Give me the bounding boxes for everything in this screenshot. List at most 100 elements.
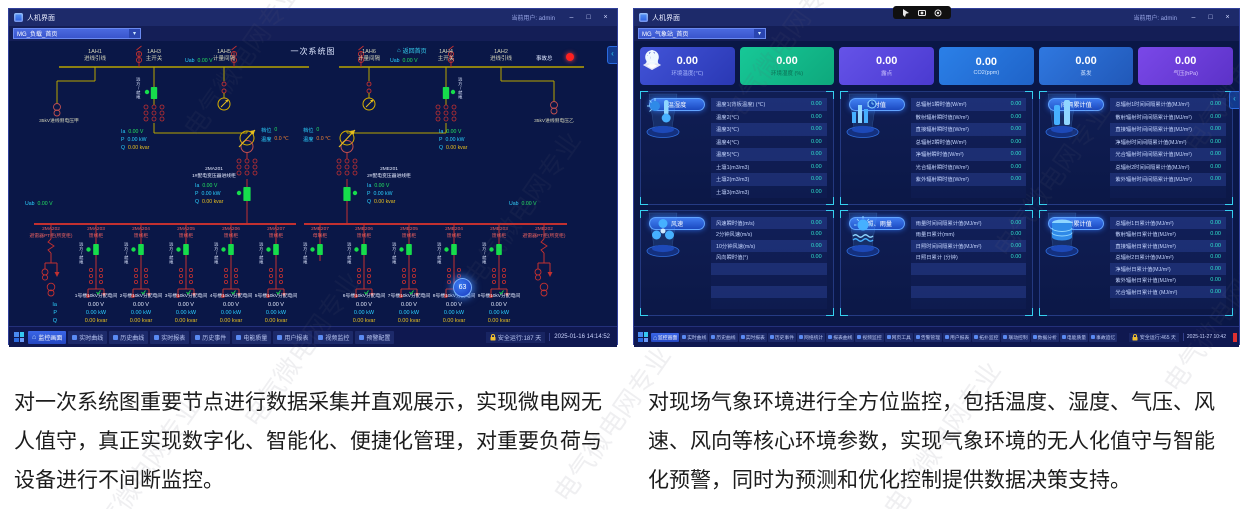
taskbar-tab-3[interactable]: 实时报表 [150, 330, 190, 344]
panel-data-row: 温度2(℃)0.00 [711, 110, 827, 123]
taskbar-tab-10[interactable]: 用户报表 [943, 332, 972, 342]
tab-icon [974, 335, 979, 339]
page-select[interactable]: MG_气象站_首页 ▾ [638, 28, 766, 39]
panel-row-label: 2分钟风速(m/s) [716, 232, 753, 239]
corner-bracket [1025, 197, 1034, 205]
taskbar-tab-4[interactable]: 历史事件 [191, 330, 231, 344]
taskbar-tab-3[interactable]: 实时报表 [738, 332, 767, 342]
taskbar-tab-11[interactable]: 拓扑监控 [972, 332, 1001, 342]
camera-icon[interactable] [918, 9, 926, 17]
panel-row-value: 0.00 [1210, 277, 1221, 284]
taskbar-tab-9[interactable]: 告警管理 [913, 332, 943, 342]
collapse-panel-button[interactable]: ‹ [607, 46, 617, 64]
meas-text: P [121, 137, 125, 143]
close-button[interactable]: × [1225, 14, 1230, 21]
bay-label: 1AH5 [217, 49, 231, 55]
meas-text: 0.00 kvar [446, 145, 468, 151]
panel-data-row: 总辐射2时间间隔累计值(MJ/m²)0.00 [1110, 160, 1226, 173]
panel-row-label: 总辐射1瞬时值(W/m²) [915, 102, 967, 109]
panel-row-label: 光合辐射日累计值 (MJ/m²) [1115, 289, 1178, 296]
taskbar-tab-7[interactable]: 视频监控 [855, 332, 884, 342]
meas-text: Ia [439, 129, 444, 135]
panel-data-row: 风速瞬时值(m/s)0.00 [711, 217, 827, 229]
maximize-button[interactable]: □ [1208, 14, 1213, 21]
panel-row-value: 0.00 [810, 126, 822, 133]
wind-speed-icon [646, 212, 680, 257]
corner-bracket [825, 197, 834, 205]
panel-row-label: 净辐射瞬时值(W/m²) [915, 152, 964, 159]
taskbar-tab-2[interactable]: 历史曲线 [709, 332, 738, 342]
taskbar-tab-active[interactable]: ⌂监控画面 [28, 330, 67, 344]
collapse-panel-button[interactable]: ‹ [1229, 91, 1239, 109]
taskbar-tab-label: 实时报表 [161, 335, 186, 342]
panel-row-value: 0.00 [1010, 113, 1022, 120]
panel-data-row: 2分钟风速(m/s)0.00 [711, 228, 827, 240]
taskbar-tab-1[interactable]: 实时曲线 [68, 330, 108, 344]
meas-text: 档位 [261, 128, 272, 134]
tab-icon [72, 334, 78, 340]
temp-humidity-icon [646, 93, 680, 138]
meas-axis-label: P [53, 310, 57, 316]
panel-row-value: 0.00 [810, 242, 822, 249]
transformer-bay-name: 2#配电变压器进线柜 [367, 174, 411, 179]
panel-title-pill[interactable]: 瞬时值 [848, 98, 905, 111]
panel-row-value: 0.00 [1010, 242, 1022, 249]
panel-title-pill[interactable]: 温湿度 [649, 98, 705, 111]
panel-row-label: 直接辐射日累计值(MJ/m²) [1115, 243, 1176, 250]
remote-local-label: 远方/就地 [437, 242, 443, 264]
corner-bracket [825, 91, 834, 99]
taskbar-tab-5[interactable]: 电能质量 [232, 330, 272, 344]
taskbar-tab-7[interactable]: 视频监控 [314, 330, 354, 344]
taskbar-tab-5[interactable]: 网络统计 [797, 332, 826, 342]
lock-icon [1132, 333, 1138, 340]
taskbar-tab-active[interactable]: ⌂监控画面 [651, 332, 680, 342]
taskbar-tab-label: 联动控制 [1008, 335, 1028, 341]
panel-row-label: 散射辐射日累计值(MJ/m²) [1115, 232, 1176, 239]
start-icon[interactable] [14, 332, 24, 342]
pointer-icon[interactable] [902, 8, 910, 17]
taskbar-tab-8[interactable]: 预警配置 [355, 330, 395, 344]
panel-data-row: 日照日累计 (分钟)0.00 [910, 251, 1027, 263]
taskbar-tab-13[interactable]: 数据分析 [1030, 332, 1059, 342]
panel-title-pill[interactable]: 间隔累计值 [1048, 98, 1105, 111]
panel-data-row: 光合辐射日累计值 (MJ/m²)0.00 [1110, 286, 1226, 298]
meas-text: Q [195, 199, 200, 205]
interval-total-icon [1045, 93, 1079, 138]
panel-row-value: 0.00 [1210, 101, 1221, 108]
start-icon[interactable] [638, 332, 648, 342]
feeder-id: 2MA203 [87, 227, 105, 232]
home-link[interactable]: ⌂ 返回首页 [397, 46, 427, 56]
panel-data-row: 净辐射时间间隔累计值(MJ/m²)0.00 [1110, 135, 1226, 148]
taskbar-tab-8[interactable]: 网页工具 [884, 332, 913, 342]
corner-bracket [1039, 210, 1048, 218]
minimize-button[interactable]: – [1191, 14, 1196, 21]
taskbar-tab-4[interactable]: 历史事件 [767, 332, 797, 342]
record-icon[interactable] [934, 9, 942, 17]
metric-label: 露点 [881, 70, 893, 77]
datetime-text: 2025-11-27 10:42 [1182, 333, 1229, 341]
minimize-button[interactable]: – [569, 14, 574, 21]
taskbar-tab-1[interactable]: 实时曲线 [680, 332, 709, 342]
taskbar-tab-6[interactable]: 报表曲线 [826, 332, 855, 342]
maximize-button[interactable]: □ [586, 14, 591, 21]
meas-text: 0.00 V [202, 183, 218, 189]
metric-label: 环境湿度 (%) [770, 70, 804, 77]
taskbar-tab-2[interactable]: 历史曲线 [109, 330, 149, 344]
taskbar-tab-14[interactable]: 电能质量 [1059, 332, 1089, 342]
taskbar-tab-15[interactable]: 事故追忆 [1089, 332, 1118, 342]
panel-row-label: 温度4(℃) [716, 139, 740, 146]
close-button[interactable]: × [603, 14, 608, 21]
page-select[interactable]: MG_负载_首页 ▾ [13, 28, 141, 39]
load-label: 4号楼10kV分配电间 [209, 294, 253, 299]
load-meas-kvar: 0.00 kvar [219, 318, 243, 324]
taskbar-tab-6[interactable]: 用户报表 [273, 330, 313, 344]
meas-text: Q [121, 145, 126, 151]
taskbar-tab-12[interactable]: 联动控制 [1001, 332, 1030, 342]
bottom-taskbar: ⌂监控画面实时曲线历史曲线实时报表历史事件电能质量用户报表视频监控预警配置安全运… [9, 326, 617, 347]
load-label: 3号楼10kV分配电间 [164, 294, 208, 299]
